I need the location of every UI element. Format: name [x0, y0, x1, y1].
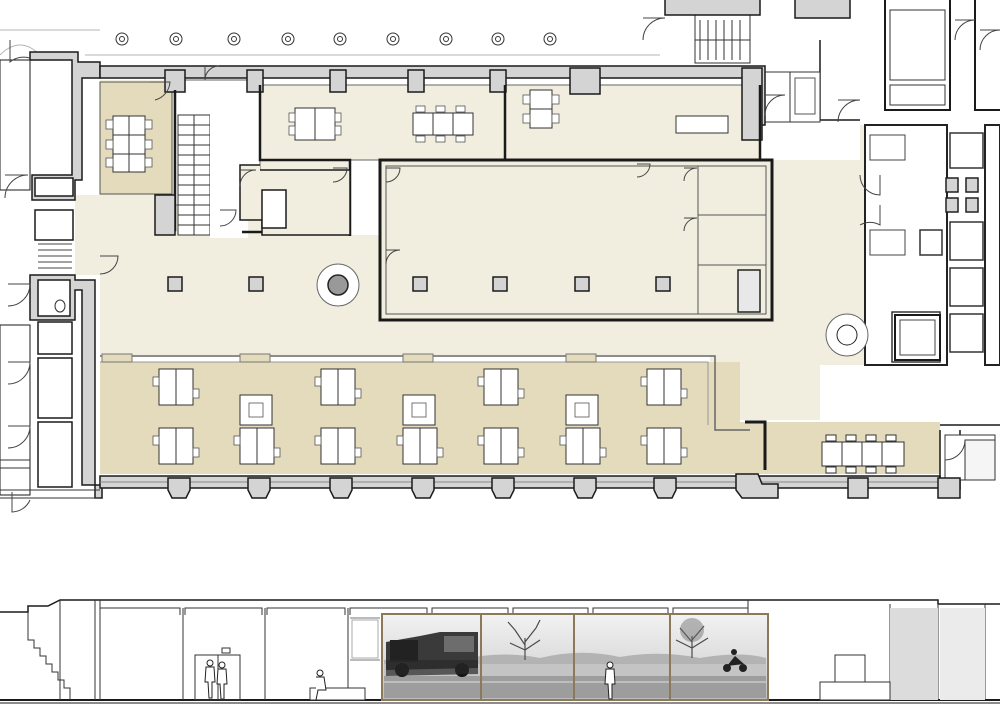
mural-truck: [386, 632, 478, 677]
central-hall-inner: [385, 165, 767, 315]
desk-bottom-4: [396, 427, 444, 465]
floor-plan: [0, 0, 1000, 513]
site-lines: [0, 29, 660, 56]
figure-2: [216, 661, 228, 700]
conference-table-east: [821, 434, 905, 474]
round-table-1: [239, 394, 273, 426]
desk-bottom-7: [640, 427, 688, 465]
desk-bottom-3: [314, 427, 362, 465]
desk-bottom-5: [477, 427, 525, 465]
desk-bottom-2: [233, 427, 281, 465]
stair-north: [177, 114, 211, 236]
entrance-steps: [27, 600, 101, 700]
figure-3: [315, 669, 327, 701]
desk-top-2: [314, 368, 362, 406]
circulation-floor: [75, 80, 945, 420]
square-columns: [167, 276, 671, 292]
desk-top-3: [477, 368, 525, 406]
facade-column-markers: [115, 32, 557, 46]
desk-top-1: [152, 368, 200, 406]
figure-4: [604, 661, 616, 700]
round-table-2: [402, 394, 436, 426]
stair-north-east: [694, 14, 751, 64]
service-box: [737, 269, 761, 313]
section-outline: [0, 599, 1000, 613]
photo-mural: [381, 613, 769, 701]
door-swings: [4, 17, 1000, 513]
round-table-3: [565, 394, 599, 426]
desk-bottom-1: [152, 427, 200, 465]
south-pilasters: [167, 473, 961, 499]
building-section: [0, 599, 1000, 704]
human-figures: [204, 659, 616, 701]
mural-motorcyclist: [723, 649, 747, 672]
desk-bottom-6: [559, 427, 607, 465]
desk-top-4: [640, 368, 688, 406]
workstation-desks: [152, 368, 688, 465]
figure-1: [204, 659, 216, 699]
round-columns: [316, 263, 869, 357]
north-room-furniture: [112, 89, 729, 173]
section-furniture: [309, 654, 891, 701]
